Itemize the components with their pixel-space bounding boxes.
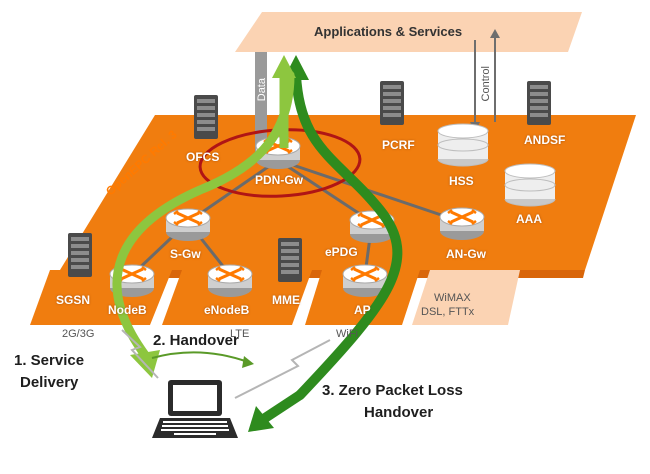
step-1-line-1: 1. Service	[14, 352, 85, 369]
applications-services-label: Applications & Services	[314, 24, 463, 39]
mme-server-icon	[278, 238, 302, 282]
access-tile-wimax	[412, 270, 520, 325]
sgsn-label: SGSN	[56, 293, 91, 307]
service-delivery-path	[112, 70, 295, 360]
access-2g3g-label: 2G/3G	[62, 328, 95, 340]
pcrf-server-icon	[380, 81, 404, 125]
an-gw-label: AN-Gw	[446, 247, 486, 261]
enodeb-label: eNodeB	[204, 303, 250, 317]
pdn-gw-label: PDN-Gw	[255, 173, 303, 187]
an-gw-router-icon	[438, 206, 486, 242]
zero-loss-arrowhead	[248, 406, 274, 432]
mme-label: MME	[272, 293, 300, 307]
andsf-server-icon	[527, 81, 551, 125]
zero-loss-path	[291, 70, 403, 400]
step-2-label: 2. Handover	[153, 332, 239, 349]
ofcs-server-icon	[194, 95, 218, 139]
hss-label: HSS	[449, 174, 474, 188]
wireless-signal-icon	[121, 329, 159, 379]
aaa-database-icon	[504, 163, 556, 207]
handover-arrow	[151, 351, 249, 363]
nodeb-label: NodeB	[108, 303, 147, 317]
data-label: Data	[256, 78, 268, 102]
laptop-icon	[152, 380, 238, 438]
epdg-label: ePDG	[325, 245, 358, 259]
step-3-line-2: Handover	[364, 404, 434, 421]
aaa-label: AAA	[516, 212, 542, 226]
pcrf-label: PCRF	[382, 138, 415, 152]
control-label: Control	[480, 66, 492, 102]
access-wimax-label: WiMAX	[434, 292, 471, 304]
data-bar	[255, 52, 267, 162]
sgsn-server-icon	[68, 233, 92, 277]
ap-label: AP	[354, 303, 371, 317]
access-lte-label: LTE	[230, 328, 250, 340]
s-gw-router-icon	[164, 207, 212, 243]
s-gw-label: S-Gw	[170, 247, 201, 261]
wireless-signal-icon-2	[234, 339, 331, 399]
access-tile-lte	[162, 270, 312, 325]
access-wifi-label: WiFi	[336, 328, 358, 340]
step-3-line-1: 3. Zero Packet Loss	[322, 382, 463, 399]
ofcs-label: OFCS	[186, 150, 220, 164]
hss-database-icon	[437, 123, 489, 167]
step-1-line-2: Delivery	[20, 374, 79, 391]
enodeb-router-icon	[206, 263, 254, 299]
andsf-label: ANDSF	[524, 133, 566, 147]
access-dsl-label: DSL, FTTx	[421, 306, 475, 318]
